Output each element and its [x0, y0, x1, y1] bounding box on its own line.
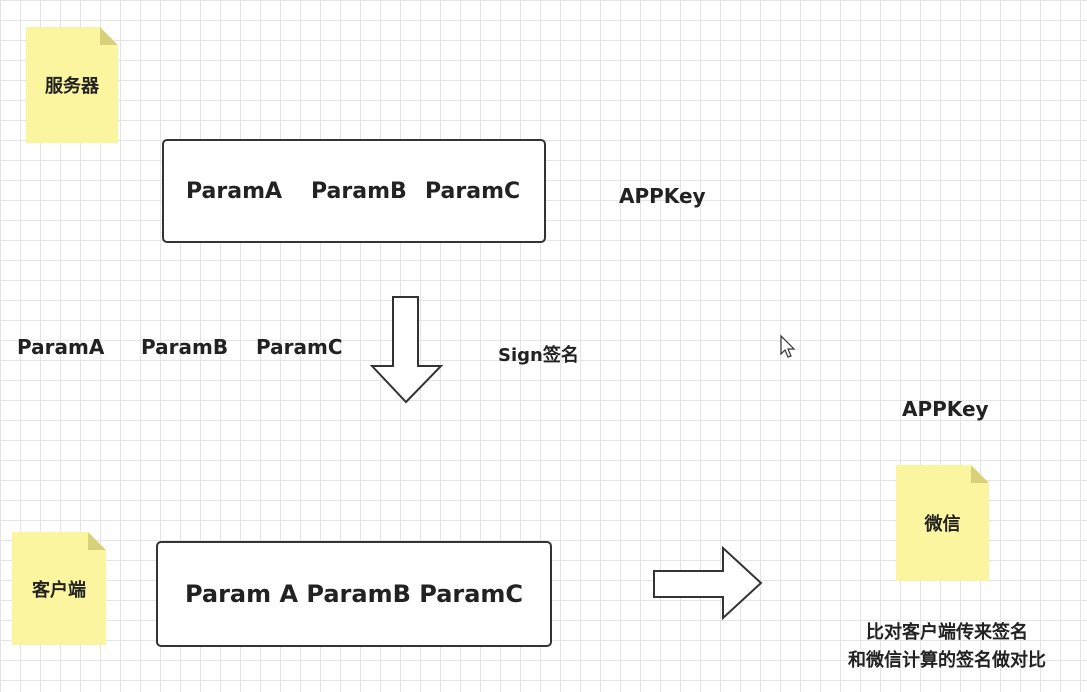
wechat-note-label: 微信: [924, 514, 961, 535]
server-param-a: ParamA: [186, 179, 283, 204]
middle-param-a: ParamA: [17, 335, 105, 359]
server-params-box: [162, 139, 546, 243]
compare-description: 比对客户端传来签名 和微信计算的签名做对比: [822, 619, 1072, 675]
sign-label: Sign签名: [498, 345, 579, 366]
server-note: 服务器: [26, 27, 118, 143]
middle-param-c: ParamC: [256, 335, 343, 359]
mouse-pointer-icon: [780, 334, 796, 358]
compare-line-2: 和微信计算的签名做对比: [848, 650, 1046, 671]
server-appkey-label: APPKey: [619, 184, 706, 208]
client-note: 客户端: [12, 532, 106, 645]
down-arrow-icon: [369, 296, 444, 404]
wechat-appkey-label: APPKey: [902, 397, 989, 421]
client-note-label: 客户端: [32, 579, 86, 601]
middle-param-b: ParamB: [141, 335, 229, 359]
server-param-c: ParamC: [425, 179, 521, 204]
server-note-label: 服务器: [45, 76, 99, 97]
wechat-note: 微信: [896, 465, 989, 581]
right-arrow-icon: [653, 545, 763, 621]
client-params-box: Param A ParamB ParamC: [156, 541, 552, 647]
server-param-b: ParamB: [311, 179, 407, 204]
compare-line-1: 比对客户端传来签名: [866, 622, 1028, 643]
client-params-text: Param A ParamB ParamC: [184, 580, 524, 608]
